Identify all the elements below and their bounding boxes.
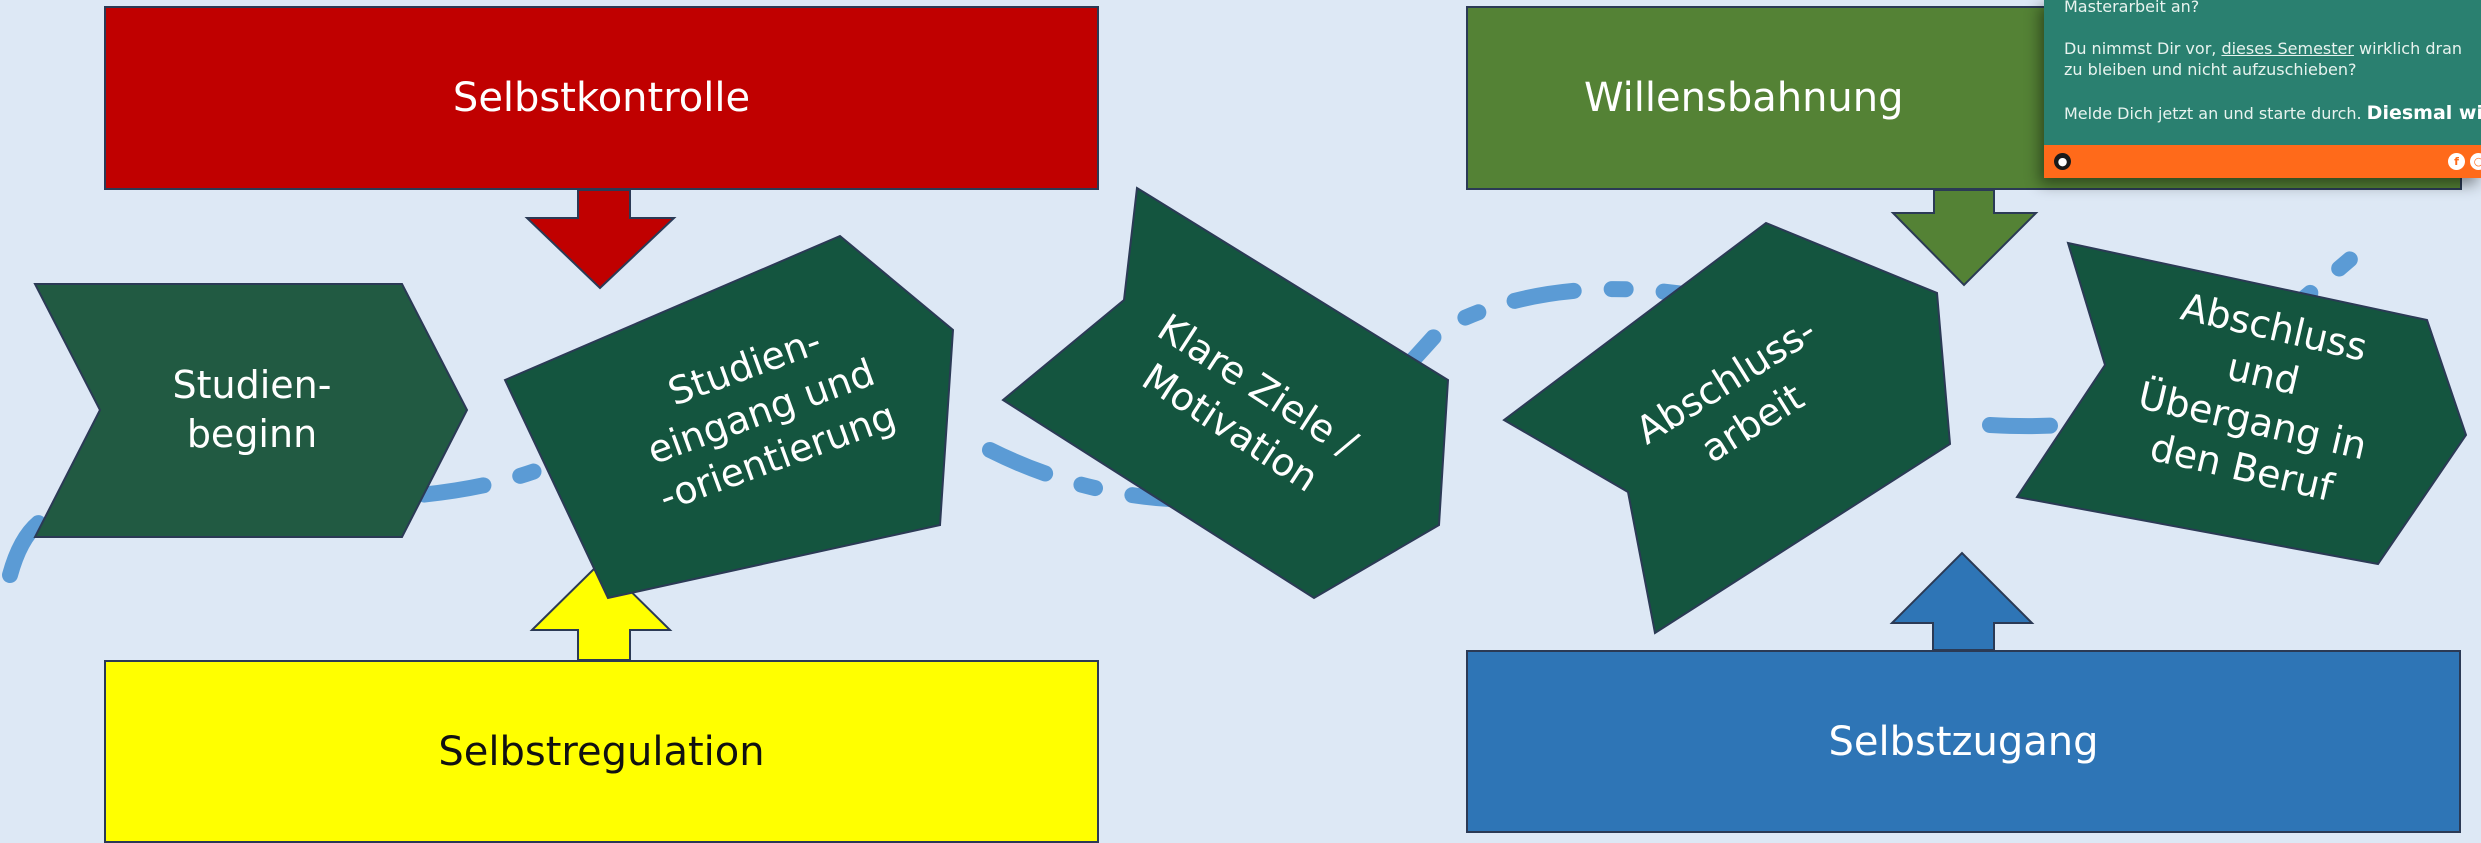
popup-line-2: Du nimmst Dir vor, dieses Semester wirkl… — [2064, 39, 2463, 79]
studienbeginn-label-line1: Studien- — [173, 363, 332, 407]
willensbahnung-label: Willensbahnung — [1584, 75, 1904, 121]
signup-popup[interactable]: Masterarbeit an? Du nimmst Dir vor, dies… — [2044, 0, 2481, 178]
klare-ziele-pentagon — [1001, 186, 1450, 600]
popup-semester-link[interactable]: dieses Semester — [2221, 39, 2354, 58]
popup-cta-bold: Diesmal wirklich — [2366, 102, 2481, 124]
selbstkontrolle-down-arrow — [524, 189, 677, 290]
selbstzugang-up-arrow — [1889, 551, 2035, 651]
selbstkontrolle-box: Selbstkontrolle — [104, 6, 1099, 190]
selbstzugang-box: Selbstzugang — [1466, 650, 2461, 833]
studienbeginn-chevron — [33, 283, 469, 538]
abschluss-uebergang-chevron — [2015, 241, 2468, 566]
popup-footer-bar: ● f ○ — [2044, 145, 2481, 178]
abschlussarbeit-pentagon — [1502, 221, 1952, 635]
popup-line-3: Melde Dich jetzt an und starte durch. Di… — [2044, 103, 2481, 124]
popup-line-1: Masterarbeit an? — [2064, 0, 2200, 16]
selbstregulation-box: Selbstregulation — [104, 660, 1099, 843]
studieneingang-pentagon — [503, 234, 955, 600]
selbstkontrolle-label: Selbstkontrolle — [452, 75, 751, 121]
instagram-icon[interactable]: ○ — [2470, 153, 2481, 170]
selbstzugang-label: Selbstzugang — [1828, 718, 2099, 765]
person-icon[interactable]: ● — [2054, 153, 2071, 170]
willensbahnung-down-arrow — [1890, 189, 2039, 287]
studienbeginn-label-line2: beginn — [187, 412, 317, 456]
facebook-icon[interactable]: f — [2448, 153, 2465, 170]
selbstregulation-label: Selbstregulation — [438, 728, 765, 775]
